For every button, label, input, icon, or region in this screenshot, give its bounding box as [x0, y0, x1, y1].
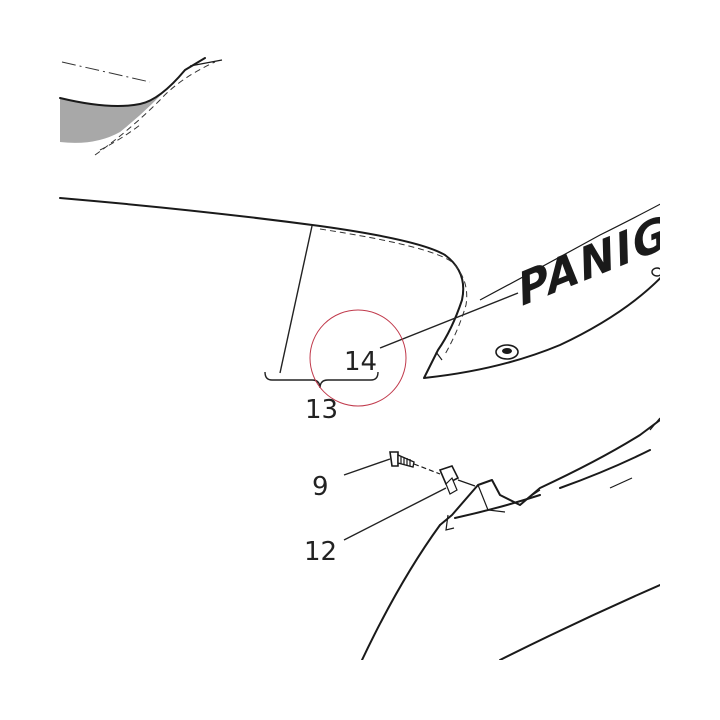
lower-frame-panel	[361, 417, 660, 660]
callout-14: 14	[344, 347, 377, 377]
callout-12: 12	[304, 537, 337, 567]
screw-part-9	[389, 451, 441, 475]
highlight-circle	[309, 309, 407, 407]
leader-13	[279, 225, 313, 374]
panel-logo: PANIG	[514, 206, 674, 317]
callout-13: 13	[305, 395, 338, 425]
panel-fastener	[495, 344, 519, 360]
callout-9: 9	[312, 472, 329, 502]
leader-9	[343, 458, 391, 476]
leader-14	[379, 292, 519, 349]
leader-lines	[279, 225, 519, 541]
upper-panel-fragment	[59, 57, 223, 156]
leader-12	[343, 487, 447, 541]
panel-fastener-edge	[651, 267, 660, 277]
clip-nut-part-12	[438, 465, 476, 495]
